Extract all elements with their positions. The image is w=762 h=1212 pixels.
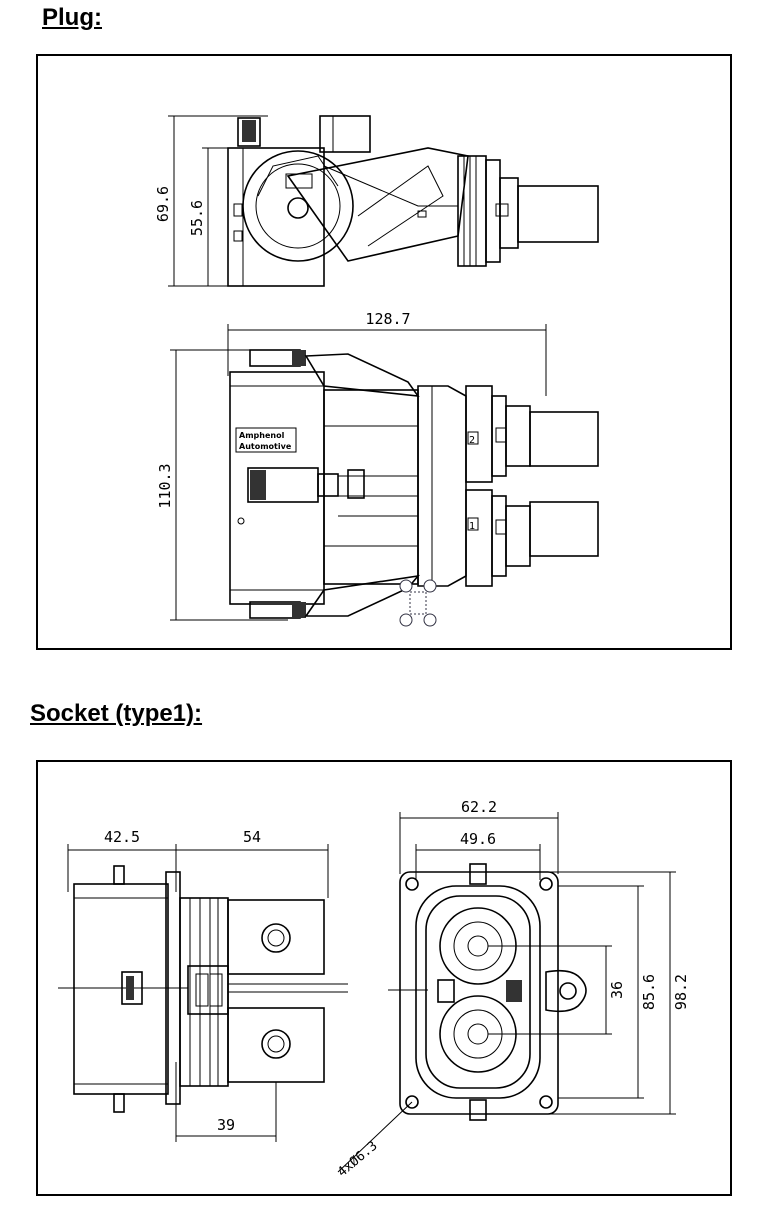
dim-mount-holes: 4xØ6.3 xyxy=(335,1138,381,1180)
dim-inner-width: 49.6 xyxy=(460,830,496,848)
dim-depth-front: 54 xyxy=(243,828,261,846)
pin-label-2: 2 xyxy=(469,435,475,446)
pin-label-1: 1 xyxy=(469,521,475,532)
dim-terminal-length: 39 xyxy=(217,1116,235,1134)
socket-side-view: 42.5 54 39 xyxy=(58,828,348,1142)
plug-drawing-frame: 69.6 55.6 xyxy=(36,54,732,650)
plug-top-view: Amphenol Automotive 2 1 128.7 110.3 xyxy=(156,310,599,627)
plug-drawing: 69.6 55.6 xyxy=(154,115,599,627)
socket-drawing-frame: 42.5 54 39 xyxy=(36,760,732,1196)
dim-inner-height: 85.6 xyxy=(640,974,658,1010)
dim-flange-height: 98.2 xyxy=(672,974,690,1010)
amphenol-logo xyxy=(235,427,297,453)
svg-text:Automotive: Automotive xyxy=(239,442,292,451)
dim-pitch: 36 xyxy=(608,981,626,999)
dim-depth-rear: 42.5 xyxy=(104,828,140,846)
pin-2-marker xyxy=(467,431,479,445)
socket-heading: Socket (type1): xyxy=(30,700,203,727)
pin-1-marker xyxy=(467,517,479,531)
dim-height-total: 69.6 xyxy=(154,186,172,222)
svg-text:Amphenol: Amphenol xyxy=(239,431,285,440)
dim-length: 128.7 xyxy=(365,310,410,328)
socket-drawing: 42.5 54 39 xyxy=(58,798,690,1180)
dim-flange-width: 62.2 xyxy=(461,798,497,816)
plug-side-view: 69.6 55.6 xyxy=(154,115,599,287)
plug-heading: Plug: xyxy=(42,4,102,31)
dim-height-body: 55.6 xyxy=(188,200,206,236)
dim-width: 110.3 xyxy=(156,463,174,508)
selection-handles[interactable] xyxy=(399,579,437,627)
socket-front-view: 62.2 49.6 36 85.6 98.2 4xØ6.3 xyxy=(335,798,690,1180)
